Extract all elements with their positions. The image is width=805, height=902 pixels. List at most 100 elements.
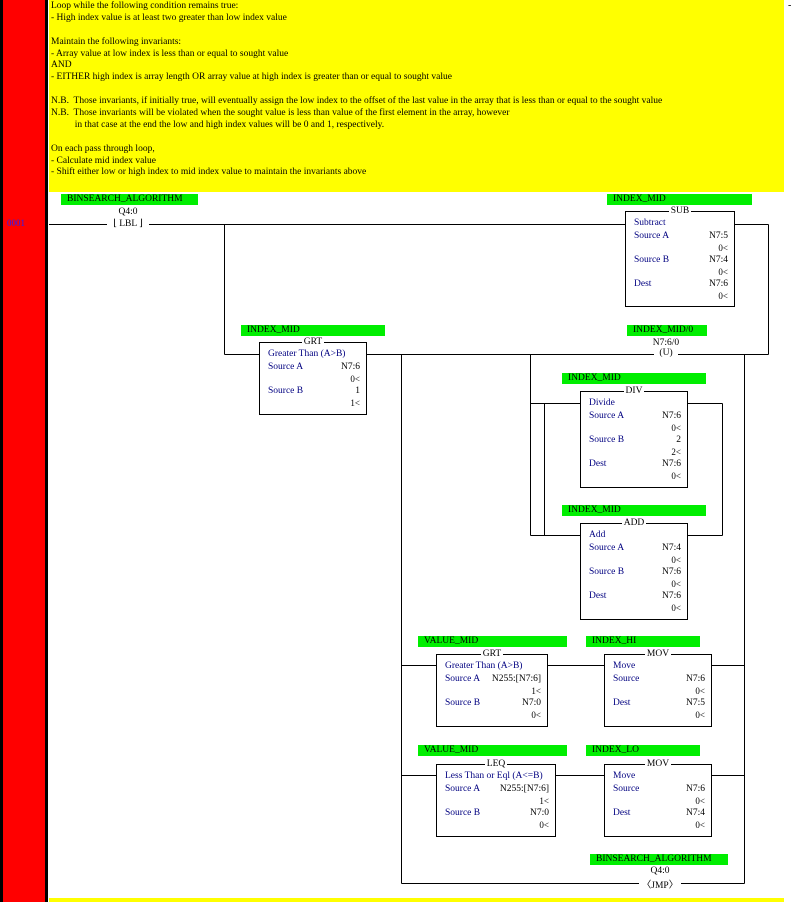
lbl-instruction[interactable]: ⌊ LBL ⌋ xyxy=(107,218,149,229)
operand-address: N7:6 xyxy=(686,784,705,794)
grt-value-tag: VALUE_MID xyxy=(418,636,567,647)
comment-line: On each pass through loop, xyxy=(51,143,155,154)
instruction-mnemonic: MOV xyxy=(605,648,711,660)
operand-label: Source B xyxy=(445,698,481,708)
operand-label: Dest xyxy=(613,698,631,708)
jmp-coil[interactable]: 〈JMP〉 xyxy=(639,877,681,891)
operand-label: Source A xyxy=(589,543,625,553)
comment-line: - Shift either low or high index to mid … xyxy=(51,167,367,178)
operand-address: N7:6 xyxy=(686,674,705,684)
comment-line: - High index value is at least two great… xyxy=(51,12,287,23)
operand-value: 0< xyxy=(695,686,705,696)
operand-address: N7:6 xyxy=(662,591,681,601)
otu-coil[interactable]: (U) xyxy=(654,348,678,358)
otu-address: N7:6/0 xyxy=(652,338,680,348)
rung-number[interactable]: 0001 xyxy=(7,218,25,228)
operand-row[interactable]: Source N7:6 xyxy=(613,673,705,685)
operand-row[interactable]: Source B 1 xyxy=(268,385,360,397)
mnemonic-text: MOV xyxy=(644,649,672,659)
operand-label: Source xyxy=(613,784,640,794)
comment-line: Maintain the following invariants: xyxy=(51,36,182,47)
div-tag: INDEX_MID xyxy=(562,373,706,384)
instruction-mnemonic: ADD xyxy=(581,517,687,529)
operand-label: Dest xyxy=(589,591,607,601)
instruction-description: Subtract xyxy=(634,218,666,228)
mnemonic-text: SUB xyxy=(668,206,692,216)
operand-value: 0< xyxy=(695,820,705,830)
operand-label: Dest xyxy=(634,279,652,289)
lbl-tag: BINSEARCH_ALGORITHM xyxy=(61,194,198,205)
operand-row[interactable]: Source N7:6 xyxy=(613,783,705,795)
operand-address: 2 xyxy=(676,435,681,445)
operand-address: N7:5 xyxy=(686,698,705,708)
jmp-tag: BINSEARCH_ALGORITHM xyxy=(590,854,728,865)
operand-label: Dest xyxy=(613,808,631,818)
operand-address: N7:0 xyxy=(530,808,549,818)
leq-tag: VALUE_MID xyxy=(418,745,567,756)
comment-line: Loop while the following condition remai… xyxy=(51,1,239,11)
operand-row[interactable]: Source B 2 xyxy=(589,434,681,446)
operand-value: 1< xyxy=(350,398,360,408)
operand-value: 0< xyxy=(350,374,360,384)
instruction-mnemonic: MOV xyxy=(605,758,711,770)
instruction-description: Greater Than (A>B) xyxy=(268,349,346,359)
instruction-description: Add xyxy=(589,530,606,540)
operand-row[interactable]: Dest N7:6 xyxy=(589,590,681,602)
rung-comment[interactable]: Loop while the following condition remai… xyxy=(49,0,784,192)
operand-address: N7:6 xyxy=(662,411,681,421)
operand-value: 0< xyxy=(695,710,705,720)
operand-label: Source A xyxy=(634,231,670,241)
operand-value: 0< xyxy=(671,555,681,565)
instruction-description: Greater Than (A>B) xyxy=(445,661,523,671)
operand-label: Source B xyxy=(268,386,304,396)
mnemonic-text: ADD xyxy=(621,518,647,528)
mnemonic-text: DIV xyxy=(623,386,645,396)
comment-line: - Calculate mid index value xyxy=(51,155,156,166)
operand-address: N7:6 xyxy=(662,567,681,577)
instruction-mnemonic: GRT xyxy=(437,648,547,660)
operand-value: 0< xyxy=(671,423,681,433)
operand-label: Dest xyxy=(589,459,607,469)
lbl-text: LBL xyxy=(119,219,137,229)
otu-text: U xyxy=(662,348,670,358)
operand-value: 0< xyxy=(671,471,681,481)
operand-label: Source B xyxy=(589,435,625,445)
mnemonic-text: GRT xyxy=(480,649,504,659)
jmp-address: Q4:0 xyxy=(650,866,670,876)
operand-address: N255:[N7:6] xyxy=(491,674,541,684)
operand-label: Source xyxy=(613,674,640,684)
operand-address: N7:6 xyxy=(341,362,360,372)
jmp-text: JMP xyxy=(651,881,669,891)
mov-lo-tag: INDEX_LO xyxy=(586,745,700,756)
operand-value: 1< xyxy=(531,686,541,696)
comment-line: - Array value at low index is less than … xyxy=(51,48,289,59)
instruction-description: Less Than or Eql (A<=B) xyxy=(445,771,543,781)
grt-index-tag: INDEX_MID xyxy=(241,325,385,336)
operand-address: 1 xyxy=(355,386,360,396)
operand-row[interactable]: Dest N7:5 xyxy=(613,697,705,709)
mnemonic-text: MOV xyxy=(644,759,672,769)
lbl-address: Q4:0 xyxy=(118,207,138,217)
